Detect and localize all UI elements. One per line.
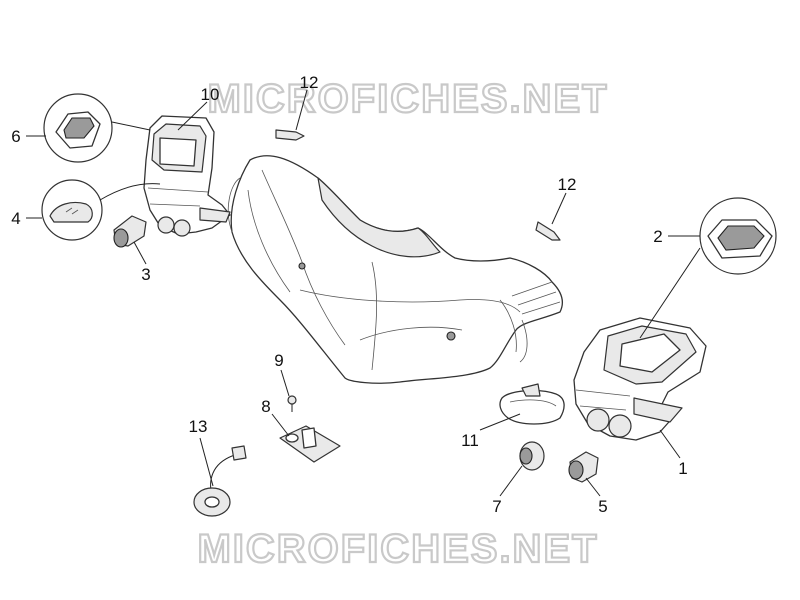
callout-2: 2 [653,227,662,246]
callout-9: 9 [274,351,283,370]
zoom-bubble-switch-6 [43,93,151,163]
callout-8: 8 [261,397,270,416]
callout-12-right: 12 [558,175,577,194]
sensor-part [193,445,247,517]
callout-13: 13 [189,417,208,436]
callout-10: 10 [201,85,220,104]
callout-3: 3 [141,265,150,284]
callout-1: 1 [678,459,687,478]
ring-nut-part [519,441,545,471]
left-switch-housing-part [143,115,231,237]
watermark-top: MICROFICHES.NET [207,77,608,121]
zoom-bubble-switch-2 [639,197,777,339]
callout-11: 11 [461,431,479,450]
zoom-bubble-switch-4 [41,179,161,241]
watermark-bottom: MICROFICHES.NET [197,527,598,571]
callout-4: 4 [11,209,20,228]
left-cap-part [113,215,147,248]
right-cap-part [568,451,599,483]
bracket-part [279,425,341,463]
right-switch-housing-part [573,317,707,441]
screw-part [287,395,297,412]
handlebar-cover-part [227,155,564,384]
bulb-right-part [535,221,561,241]
callout-12-upper: 12 [300,73,319,92]
callout-7: 7 [492,497,501,516]
callout-6: 6 [11,127,20,146]
bulb-upper-part [275,129,305,141]
callout-5: 5 [598,497,607,516]
